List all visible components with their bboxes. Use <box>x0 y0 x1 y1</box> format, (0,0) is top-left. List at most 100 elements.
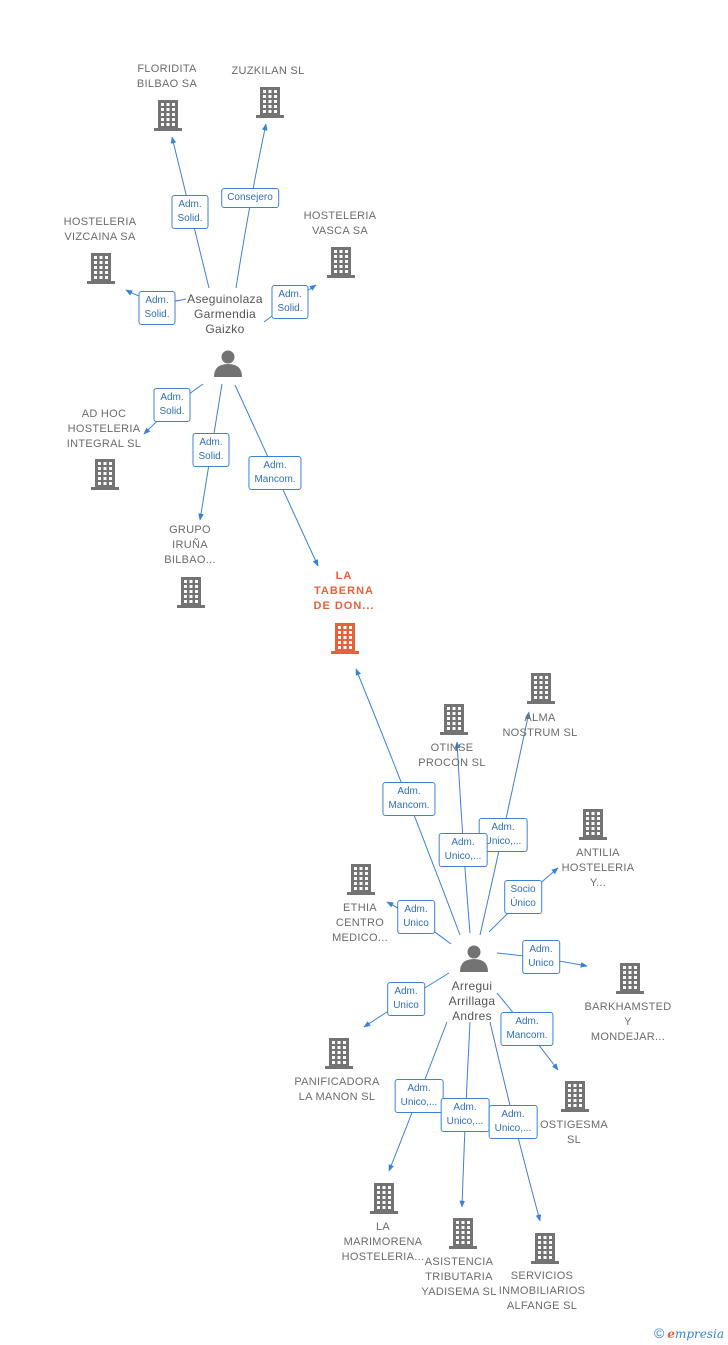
edge-label-line: Solid. <box>277 303 303 314</box>
node-label-line: Garmendia <box>193 307 257 321</box>
node-label-line: Y... <box>589 877 607 889</box>
building-icon-ostigesma[interactable] <box>561 1081 589 1112</box>
building-icon-alma_nostrum[interactable] <box>527 673 555 704</box>
building-icon-servicios[interactable] <box>531 1233 559 1264</box>
node-label-line: Y <box>624 1016 632 1028</box>
edge-label-arregui-to-panificadora[interactable]: Adm.Unico <box>387 982 425 1016</box>
edge-label-arregui-to-barkhamsted[interactable]: Adm.Unico <box>522 940 560 974</box>
node-label-la_taberna[interactable]: LA TABERNA DE DON... <box>314 569 375 614</box>
edge-label-line: Solid. <box>159 406 185 417</box>
person-icon-aseguinolaza[interactable] <box>214 350 242 378</box>
node-label-line: SERVICIOS <box>510 1270 574 1282</box>
node-label-line: OTINSE <box>430 742 474 754</box>
edge-label-line: Adm. <box>453 1102 477 1113</box>
edge-label-aseguinolaza-to-hosteleria_vasca[interactable]: Adm.Solid. <box>271 285 309 319</box>
edge-label-line: Solid. <box>144 309 170 320</box>
edge-label-line: Adm. <box>394 986 418 997</box>
node-label-line: INTEGRAL SL <box>66 438 142 450</box>
node-label-line: Andres <box>452 1009 492 1023</box>
edge-label-aseguinolaza-to-ad_hoc[interactable]: Adm.Solid. <box>153 388 191 422</box>
node-label-line: LA MANON SL <box>298 1091 376 1103</box>
edge-label-line: Adm. <box>529 944 553 955</box>
person-icon-arregui[interactable] <box>460 945 488 973</box>
edge-label-arregui-to-asistencia[interactable]: Adm.Unico,... <box>440 1098 490 1132</box>
node-label-line: BARKHAMSTED <box>584 1001 672 1013</box>
node-label-line: TABERNA <box>314 585 374 597</box>
building-icon-ad_hoc[interactable] <box>91 459 119 490</box>
node-label-line: VIZCAINA SA <box>64 231 136 243</box>
edge-label-arregui-to-alma_nostrum[interactable]: Adm.Unico,... <box>478 818 528 852</box>
edge-label-arregui-to-ostigesma[interactable]: Adm. Mancom. <box>500 1012 554 1046</box>
building-icon-zuzkilan[interactable] <box>256 87 284 118</box>
edge-label-aseguinolaza-to-grupo_iruna[interactable]: Adm.Solid. <box>192 433 230 467</box>
edge-label-line: Adm. <box>397 786 421 797</box>
node-label-panificadora[interactable]: PANIFICADORA LA MANON SL <box>294 1075 379 1105</box>
edge-label-arregui-to-ethia[interactable]: Adm.Unico <box>397 900 435 934</box>
node-label-servicios[interactable]: SERVICIOS INMOBILIARIOS ALFANGE SL <box>499 1269 585 1314</box>
node-label-line: BILBAO SA <box>136 78 198 90</box>
edge-label-line: Mancom. <box>506 1030 548 1041</box>
edge-label-aseguinolaza-to-la_taberna[interactable]: Adm.Mancom. <box>248 456 302 490</box>
node-label-line: DE DON... <box>313 600 375 612</box>
node-label-line: Gaizko <box>205 322 245 336</box>
edge-label-line: Consejero <box>227 192 273 203</box>
building-icon-hosteleria_vizcaina[interactable] <box>87 253 115 284</box>
building-icon-la_taberna[interactable] <box>331 623 359 654</box>
building-icon-panificadora[interactable] <box>325 1038 353 1069</box>
building-icon-ethia[interactable] <box>347 864 375 895</box>
node-label-zuzkilan[interactable]: ZUZKILAN SL <box>232 64 305 79</box>
node-label-line: HOSTELERIA... <box>341 1251 425 1263</box>
edge-label-aseguinolaza-to-zuzkilan[interactable]: Consejero <box>221 188 279 208</box>
node-label-line: HOSTELERIA <box>63 216 137 228</box>
node-label-line: INMOBILIARIOS <box>498 1285 586 1297</box>
node-label-hosteleria_vizcaina[interactable]: HOSTELERIA VIZCAINA SA <box>64 215 137 245</box>
node-label-line: PANIFICADORA <box>294 1076 380 1088</box>
node-label-line: ALFANGE SL <box>506 1300 578 1312</box>
edge-label-aseguinolaza-to-floridita[interactable]: Adm. Solid. <box>171 195 209 229</box>
building-icon-la_marimorena[interactable] <box>370 1183 398 1214</box>
node-label-line: LA <box>375 1221 391 1233</box>
edge-label-line: Adm. <box>263 460 287 471</box>
node-label-line: ZUZKILAN SL <box>231 65 305 77</box>
edges-layer <box>125 123 588 1222</box>
building-icon-antilia[interactable] <box>579 809 607 840</box>
building-icon-floridita[interactable] <box>154 100 182 131</box>
node-label-line: NOSTRUM SL <box>502 727 578 739</box>
edge-label-arregui-to-la_marimorena[interactable]: Adm.Unico,... <box>394 1079 444 1113</box>
building-icon-asistencia[interactable] <box>449 1218 477 1249</box>
edge-label-line: Adm. <box>451 837 475 848</box>
building-icon-otinse[interactable] <box>440 704 468 735</box>
building-icon-grupo_iruna[interactable] <box>177 577 205 608</box>
node-label-line: LA <box>335 570 353 582</box>
node-label-line: SL <box>566 1134 582 1146</box>
edge-label-arregui-to-otinse[interactable]: Adm. Unico,... <box>438 833 488 867</box>
node-label-line: HOSTELERIA <box>303 210 377 222</box>
building-icon-hosteleria_vasca[interactable] <box>327 247 355 278</box>
edge-label-aseguinolaza-to-hosteleria_vizcaina[interactable]: Adm.Solid. <box>138 291 176 325</box>
edge-label-arregui-to-la_taberna[interactable]: Adm. Mancom. <box>382 782 436 816</box>
edge-label-line: Mancom. <box>388 800 430 811</box>
edge-label-line: Adm. <box>178 199 202 210</box>
building-icon-barkhamsted[interactable] <box>616 963 644 994</box>
edge-label-line: Adm. <box>515 1016 539 1027</box>
edge-label-line: Unico,... <box>444 851 482 862</box>
node-label-line: IRUÑA <box>172 539 208 551</box>
edge-label-arregui-to-servicios[interactable]: Adm.Unico,... <box>488 1105 538 1139</box>
edge-label-line: Solid. <box>177 213 203 224</box>
